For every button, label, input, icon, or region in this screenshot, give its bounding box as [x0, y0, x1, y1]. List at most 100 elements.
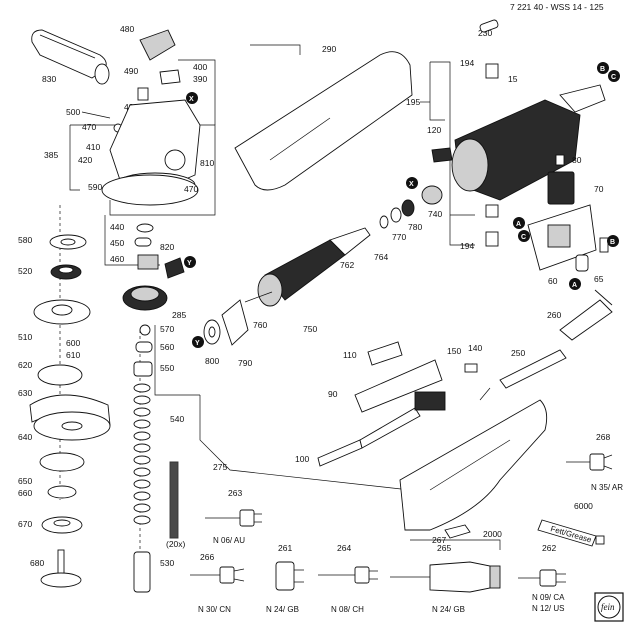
- part-764: 764: [374, 252, 388, 262]
- plug-263-au: [205, 509, 262, 527]
- leader-line: [410, 539, 501, 550]
- part-490: 490: [124, 66, 138, 76]
- carbon-brush-230: [479, 19, 499, 33]
- marker-x-2: [406, 177, 418, 189]
- part-440: 440: [110, 222, 124, 232]
- part-420: 420: [78, 155, 92, 165]
- caption-gb-1: N 24/ GB: [266, 605, 299, 614]
- marker-x-1: [186, 92, 198, 104]
- plug-265-gb: [390, 561, 501, 593]
- caption-gb-2: N 24/ GB: [432, 605, 465, 614]
- marker-x-2-label: X: [409, 181, 414, 188]
- disc-650: [39, 452, 85, 472]
- fein-logo: fein: [594, 592, 624, 622]
- part-60: 60: [548, 276, 558, 286]
- part-762: 762: [340, 260, 354, 270]
- part-650: 650: [18, 476, 32, 486]
- marker-y-2-label: Y: [195, 340, 200, 347]
- part-290: 290: [322, 44, 336, 54]
- part-450: 450: [110, 238, 124, 248]
- caption-ar: N 35/ AR: [591, 483, 623, 492]
- part-15: 15: [508, 74, 518, 84]
- brush-holder-194b: [485, 231, 499, 247]
- part-550: 550: [160, 363, 174, 373]
- caption-ca: N 09/ CA: [532, 593, 565, 602]
- part-510: 510: [18, 332, 32, 342]
- cable-grommet-260: [559, 289, 613, 341]
- caption-us: N 12/ US: [532, 604, 564, 613]
- brush-holder-194a: [485, 63, 499, 79]
- bevel-gear: [122, 285, 168, 311]
- plug-268-ar: [566, 453, 613, 471]
- part-260: 260: [547, 310, 561, 320]
- armature: [244, 227, 371, 307]
- marker-y-1: [184, 256, 196, 268]
- part-120: 120: [427, 125, 441, 135]
- bearing-740: [421, 185, 443, 205]
- part-90: 90: [328, 389, 338, 399]
- part-268: 268: [596, 432, 610, 442]
- plug-266-cn: [190, 566, 245, 584]
- part-530: 530: [160, 558, 174, 568]
- part-2000: 2000: [483, 529, 502, 539]
- caption-au: N 06/ AU: [213, 536, 245, 545]
- plug-261-gb: [275, 561, 304, 591]
- bearing-flange-580: [49, 234, 87, 250]
- caption-ch: N 08/ CH: [331, 605, 364, 614]
- part-770: 770: [392, 232, 406, 242]
- switch-cover-110: [367, 341, 403, 366]
- guard-clip: [139, 29, 176, 61]
- part-267: 267: [432, 535, 446, 545]
- part-640: 640: [18, 432, 32, 442]
- part-540: 540: [170, 414, 184, 424]
- part-680: 680: [30, 558, 44, 568]
- sleeve-65: [575, 254, 589, 272]
- flange-660: [47, 485, 77, 499]
- leader-line: [250, 44, 301, 55]
- part-470-b: 470: [184, 184, 198, 194]
- marker-a-1: [513, 217, 525, 229]
- quantity-20x: (20x): [166, 539, 186, 549]
- spring-clip: [159, 69, 181, 85]
- part-410: 410: [86, 142, 100, 152]
- part-820: 820: [160, 242, 174, 252]
- document-id: 7 221 40 - WSS 14 - 125: [510, 2, 604, 12]
- spanner-680: [40, 549, 82, 588]
- handle-housing: [399, 399, 548, 531]
- part-590: 590: [88, 182, 102, 192]
- marker-b-2: [607, 235, 619, 247]
- grease-label: Fett/Grease: [549, 524, 593, 544]
- part-6000: 6000: [574, 501, 593, 511]
- part-400: 400: [193, 62, 207, 72]
- part-265: 265: [437, 543, 451, 553]
- motor-housing: [234, 51, 413, 191]
- gear-housing: [101, 99, 201, 206]
- part-262: 262: [542, 543, 556, 553]
- part-570: 570: [160, 324, 174, 334]
- housing-leader: [199, 395, 411, 491]
- part-250: 250: [511, 348, 525, 358]
- part-740: 740: [428, 209, 442, 219]
- part-470-a: 470: [82, 122, 96, 132]
- leader-line: [69, 125, 80, 191]
- part-195: 195: [406, 97, 420, 107]
- part-385: 385: [44, 150, 58, 160]
- leader-line: [81, 111, 111, 119]
- spindle-lock: [137, 87, 149, 101]
- part-275: 275: [213, 462, 227, 472]
- marker-y-1-label: Y: [187, 260, 192, 267]
- washer-770: [390, 207, 402, 223]
- part-65: 65: [594, 274, 604, 284]
- clip-120: [431, 147, 453, 163]
- leader-line: [429, 62, 445, 121]
- part-760: 760: [253, 320, 267, 330]
- part-560: 560: [160, 342, 174, 352]
- part-194-b: 194: [460, 241, 474, 251]
- marker-c-2: [518, 230, 530, 242]
- part-264: 264: [337, 543, 351, 553]
- bearing-800: [203, 319, 221, 345]
- part-500: 500: [66, 107, 80, 117]
- part-600: 600: [66, 338, 80, 348]
- switch-70: [547, 171, 575, 205]
- side-handle: [31, 29, 110, 85]
